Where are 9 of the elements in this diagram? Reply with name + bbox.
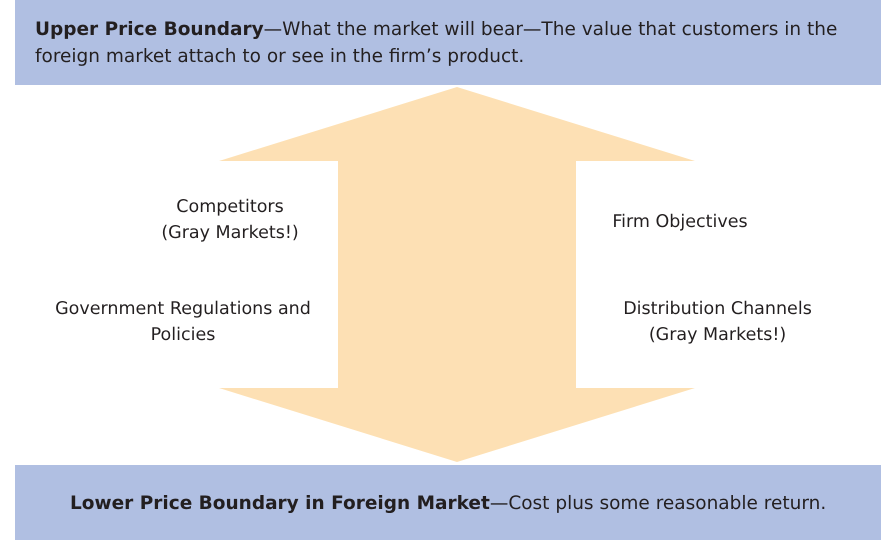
banner	[15, 0, 881, 85]
double-arrow	[219, 87, 695, 462]
boundary-text: Lower Price Boundary in Foreign Market—Cost plus some reasonable return.	[70, 492, 828, 516]
boundary-text: Upper Price Boundary—What the market will bear—The value that customers in the foreign market attach to or see in the firm’s product.	[35, 18, 838, 69]
banner	[15, 465, 881, 540]
factor-label: Distribution Channels (Gray Markets!)	[622, 298, 813, 347]
factor-label: Government Regulations and Policies	[54, 298, 312, 347]
factor-label: Firm Objectives	[611, 211, 749, 234]
factor-label: Competitors (Gray Markets!)	[160, 196, 300, 245]
